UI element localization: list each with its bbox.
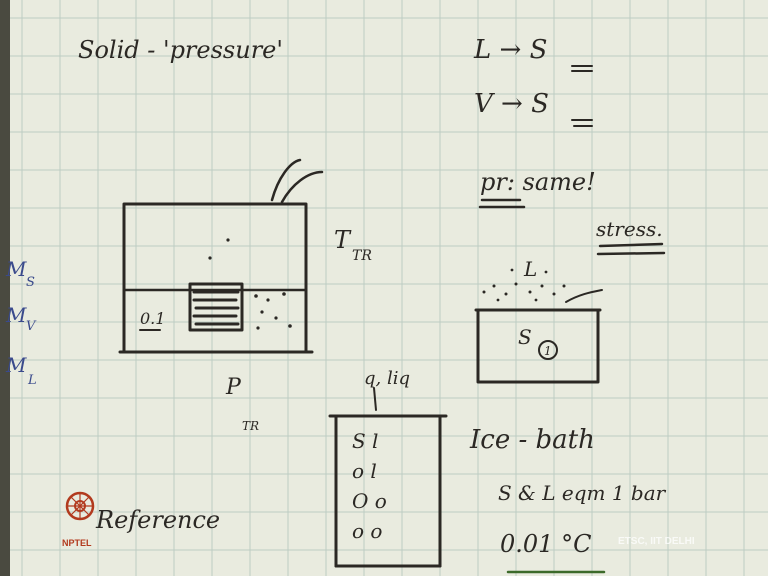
reference-text: Reference [95,506,220,534]
box-value-text: 0.1 [140,309,165,328]
m-s-subscript: S [26,275,35,290]
paper-edge [0,0,10,576]
ice-bath-contents: S l o l O o o o [352,429,387,543]
m-l-subscript: L [27,373,37,388]
solid-block [188,282,244,332]
p-tr-text: P [225,375,242,400]
ice-bath-text: Ice - bath [469,425,595,455]
ice-bath-beaker [328,414,448,568]
title-text: Solid - 'pressure' [78,36,283,64]
temperature-text: 0.01 °C [500,530,591,558]
stirrer-wire [280,170,324,204]
l-to-s-text: L → S [473,35,547,65]
liquid-dots [482,268,566,302]
solid-box [476,308,600,384]
circle-marker-text: 1 [544,344,552,358]
s-text: S [518,325,532,349]
circle-marker [538,340,558,360]
stirrer-wire [270,158,302,202]
m-l-text: M [5,353,27,377]
nptel-logo-text: NPTEL [62,538,92,548]
nptel-logo: NPTEL [62,491,95,548]
underline [598,242,664,248]
m-v-subscript: V [26,319,37,334]
p-tr-subscript: TR [242,419,259,433]
m-v-text: M [5,303,27,327]
bath-mark: O o [352,489,387,513]
l-text: L [523,257,537,281]
eqm-text: S & L eqm 1 bar [498,481,667,505]
pr-same-text: pr: same! [480,168,596,196]
arrow-line [373,387,377,411]
watermark-text: ETSC, IIT DELHI [618,536,695,547]
bath-mark: o l [352,459,377,483]
t-tr-subscript: TR [352,248,372,264]
vapour-dots [208,238,292,330]
m-s-text: M [5,257,27,281]
graph-grid [10,0,768,576]
t-tr-text: T [334,226,352,254]
bath-mark: o o [352,519,382,543]
v-to-s-text: V → S [474,89,549,119]
q-liq-text: q, liq [364,368,410,389]
underline [596,251,666,256]
bath-mark: S l [352,429,378,453]
stress-text: stress. [596,217,663,241]
pointer-line [565,289,603,303]
